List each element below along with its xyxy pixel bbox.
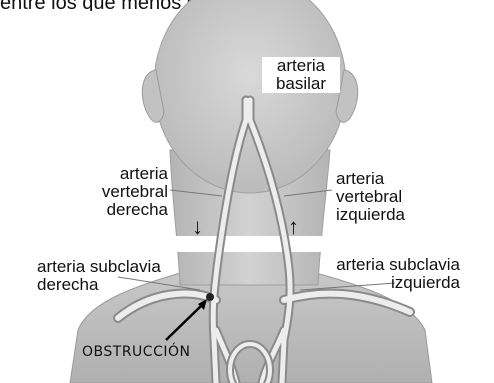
label-arteria-vertebral-izquierda: arteria vertebral izquierda: [336, 170, 436, 224]
label-arteria-basilar: arteria basilar: [262, 57, 340, 93]
label-arteria-vertebral-derecha: arteria vertebral derecha: [88, 165, 168, 219]
label-arteria-subclavia-izquierda: arteria subclavia izquierda: [312, 256, 460, 292]
label-obstruccion: OBSTRUCCIÓN: [82, 344, 190, 360]
flow-up-arrow: ↑: [288, 218, 299, 236]
obstruction-marker: [206, 293, 214, 301]
flow-down-arrow: ↓: [192, 218, 203, 236]
label-arteria-subclavia-derecha: arteria subclavia derecha: [37, 258, 187, 294]
